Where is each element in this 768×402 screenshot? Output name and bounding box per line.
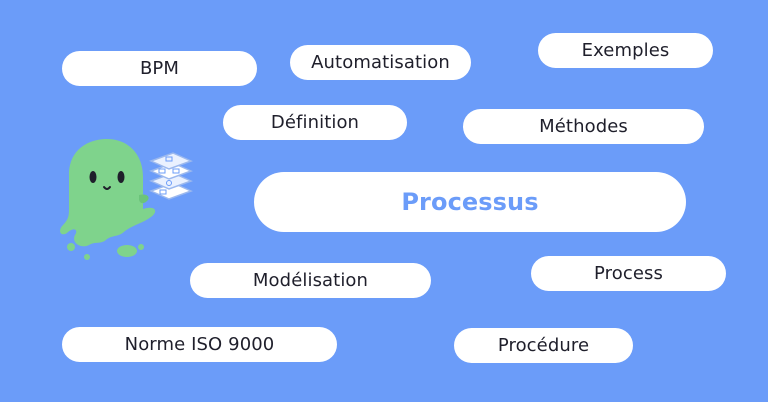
ghost-drop [138, 244, 144, 250]
tag-automatisation: Automatisation [290, 45, 471, 80]
tag-process-label: Process [594, 263, 663, 284]
ghost-body [60, 139, 156, 247]
tag-procedure: Procédure [454, 328, 633, 363]
ghost-smile [103, 186, 111, 190]
tag-processus-label: Processus [401, 188, 539, 216]
tag-definition-label: Définition [270, 112, 360, 133]
tag-norme-label: Norme ISO 9000 [124, 334, 275, 355]
ghost-eye-right [117, 171, 125, 183]
tag-exemples: Exemples [538, 33, 713, 68]
tag-bpm: BPM [62, 51, 257, 86]
tag-norme-iso-9000: Norme ISO 9000 [62, 327, 337, 362]
ghost-drop [117, 245, 137, 257]
tag-exemples-label: Exemples [581, 40, 670, 61]
ghost-drop [84, 254, 90, 260]
tag-methodes: Méthodes [463, 109, 704, 144]
tag-automatisation-label: Automatisation [311, 52, 450, 73]
tag-modelisation-label: Modélisation [252, 270, 369, 291]
ghost-drop [67, 243, 75, 251]
tag-procedure-label: Procédure [497, 335, 590, 356]
tag-process: Process [531, 256, 726, 291]
tag-processus-main: Processus [254, 172, 686, 232]
ghost-eye-left [89, 171, 97, 183]
tag-modelisation: Modélisation [190, 263, 431, 298]
tag-methodes-label: Méthodes [539, 116, 628, 137]
tag-bpm-label: BPM [139, 58, 180, 79]
stacked-process-layers-icon [148, 152, 194, 200]
ghost-arm [139, 194, 149, 204]
tag-definition: Définition [223, 105, 407, 140]
ghost-mascot-icon [60, 139, 194, 260]
